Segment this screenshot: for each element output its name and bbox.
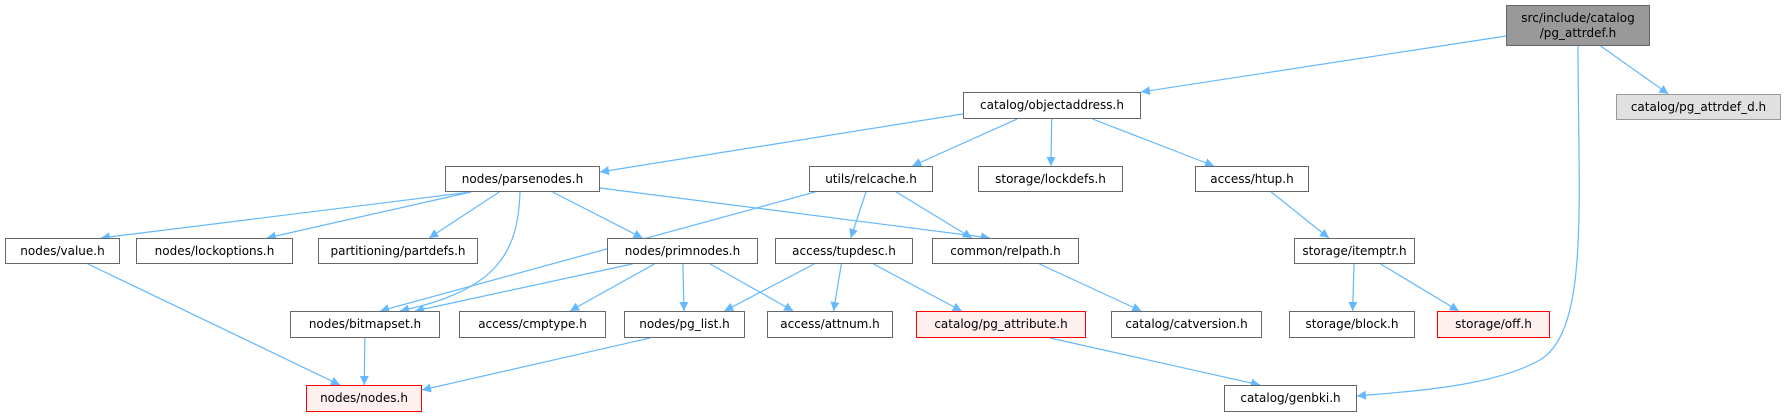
node-lockoptions[interactable]: nodes/lockoptions.h [136,238,293,264]
edge-relcache-to-bitmapset [379,191,816,313]
node-label: nodes/nodes.h [320,391,408,405]
edge-parsenodes-to-primnodes [552,191,643,239]
node-label: storage/lockdefs.h [995,171,1106,186]
node-catversion[interactable]: catalog/catversion.h [1111,311,1262,338]
node-nodes[interactable]: nodes/nodes.h [306,385,422,412]
node-partdefs[interactable]: partitioning/partdefs.h [318,238,478,264]
node-label: utils/relcache.h [825,171,917,186]
node-tupdesc[interactable]: access/tupdesc.h [775,238,913,264]
node-primnodes[interactable]: nodes/primnodes.h [607,238,758,264]
edge-htup-to-itemptr [1270,191,1330,239]
node-label: storage/itemptr.h [1302,243,1407,258]
node-label: access/tupdesc.h [792,243,896,258]
edge-pg_attribute-to-genbki [1049,337,1261,388]
node-label: catalog/objectaddress.h [980,98,1124,112]
node-label: access/cmptype.h [478,317,587,331]
edge-relcache-to-relpath [895,191,973,239]
node-pg-attrdef-root[interactable]: src/include/catalog /pg_attrdef.h [1506,5,1650,46]
node-parsenodes[interactable]: nodes/parsenodes.h [445,166,600,192]
node-label: catalog/catversion.h [1125,317,1248,331]
node-label: storage/off.h [1455,317,1532,331]
node-attnum[interactable]: access/attnum.h [767,311,893,338]
edge-parsenodes-to-relpath [599,187,991,242]
node-pg-attrdef-d: catalog/pg_attrdef_d.h [1616,94,1781,120]
node-label: catalog/genbki.h [1240,391,1341,405]
edge-primnodes-to-pg_list [679,263,689,312]
node-relcache[interactable]: utils/relcache.h [809,166,933,192]
node-label: nodes/pg_list.h [639,317,730,331]
edge-itemptr-to-block [1348,263,1358,312]
node-off[interactable]: storage/off.h [1437,311,1550,338]
edge-pg_attrdef-to-pg_attrdef_d [1600,45,1669,95]
node-block[interactable]: storage/block.h [1289,311,1415,338]
edge-pg_list-to-nodes [421,337,651,393]
node-pg-list[interactable]: nodes/pg_list.h [624,311,745,338]
node-label: catalog/pg_attribute.h [934,317,1068,331]
edge-relcache-to-tupdesc [849,191,867,239]
edge-parsenodes-to-bitmapset [399,191,521,314]
node-lockdefs[interactable]: storage/lockdefs.h [978,166,1123,192]
node-cmptype[interactable]: access/cmptype.h [459,311,606,338]
edge-relpath-to-catversion [1039,263,1142,312]
node-label: access/attnum.h [780,317,880,331]
edge-objectaddress-to-parsenodes [599,107,1001,176]
edge-tupdesc-to-pg_list [724,263,815,312]
edge-tupdesc-to-attnum [830,263,842,312]
edge-parsenodes-to-lockoptions [266,191,471,241]
edge-primnodes-to-bitmapset [414,263,633,314]
node-label: common/relpath.h [950,243,1061,258]
node-label: access/htup.h [1210,171,1294,186]
edge-objectaddress-to-relcache [912,118,1018,167]
edge-value-to-nodes [87,263,341,386]
node-label: nodes/bitmapset.h [308,317,422,331]
edge-primnodes-to-cmptype [569,263,655,312]
node-label: src/include/catalog /pg_attrdef.h [1521,10,1635,40]
edge-bitmapset-to-nodes [359,337,369,386]
edge-pg_attrdef-to-genbki [1356,45,1580,400]
node-label: nodes/primnodes.h [624,243,741,258]
node-label: storage/block.h [1305,317,1399,331]
node-label: nodes/lockoptions.h [154,243,275,258]
edge-pg_attrdef-to-objectaddress [1140,35,1507,96]
node-label: nodes/value.h [20,243,105,258]
node-relpath[interactable]: common/relpath.h [932,238,1079,264]
edge-parsenodes-to-value [100,191,471,242]
edge-itemptr-to-off [1380,263,1460,312]
node-bitmapset[interactable]: nodes/bitmapset.h [290,311,440,338]
node-genbki[interactable]: catalog/genbki.h [1224,385,1357,412]
edge-objectaddress-to-htup [1092,118,1215,167]
edge-tupdesc-to-pg_attribute [873,263,963,312]
node-label: partitioning/partdefs.h [330,243,466,258]
edge-parsenodes-to-partdefs [428,191,500,239]
node-pg-attribute[interactable]: catalog/pg_attribute.h [916,311,1086,338]
node-itemptr[interactable]: storage/itemptr.h [1294,238,1415,264]
edge-objectaddress-to-lockdefs [1046,118,1056,167]
edge-primnodes-to-attnum [709,263,794,312]
node-label: nodes/parsenodes.h [461,171,584,186]
node-value[interactable]: nodes/value.h [5,238,120,264]
node-htup[interactable]: access/htup.h [1195,166,1309,192]
node-label: catalog/pg_attrdef_d.h [1630,99,1767,114]
node-objectaddress[interactable]: catalog/objectaddress.h [963,92,1141,119]
